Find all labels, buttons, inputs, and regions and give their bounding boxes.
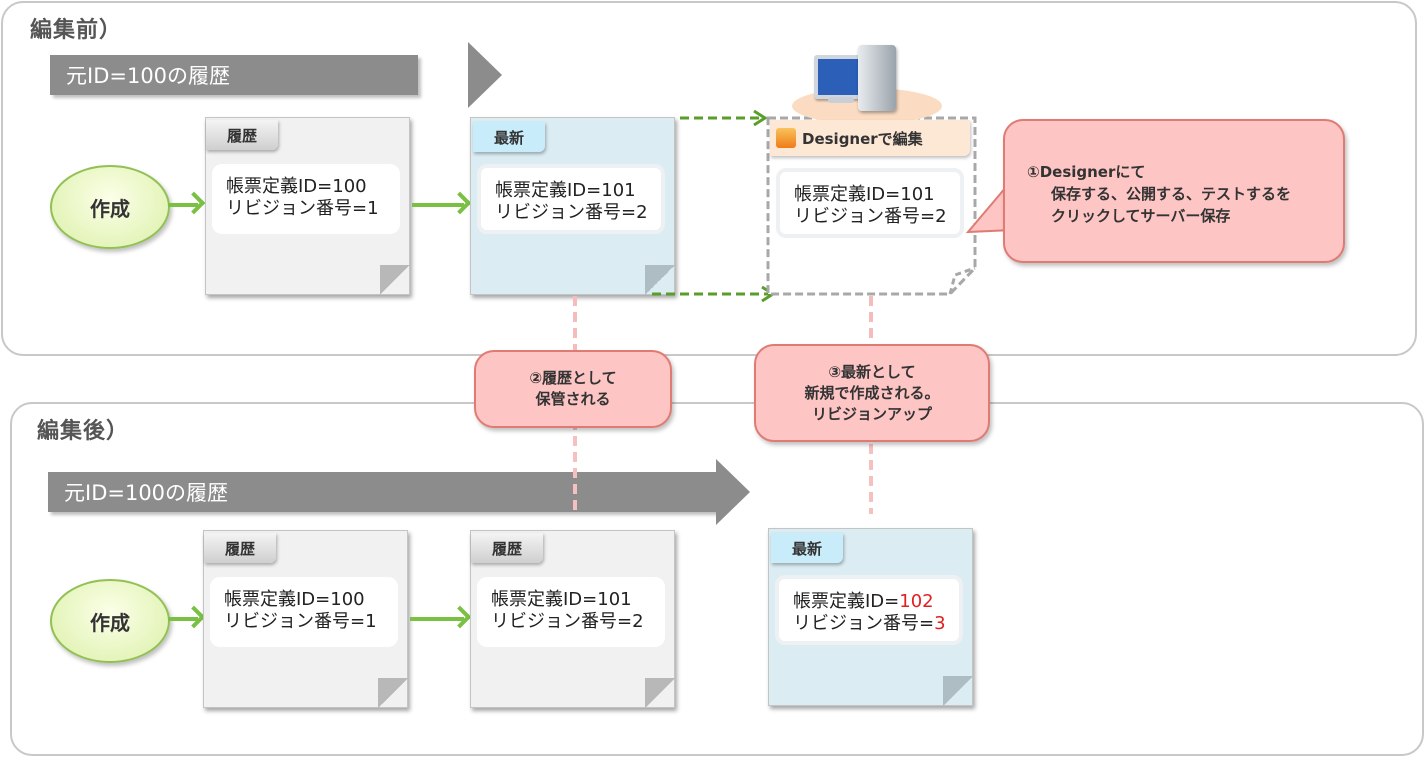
designer-tab: Designerで編集 — [770, 120, 970, 156]
timeline-label: 元ID=100の履歴 — [64, 481, 229, 505]
flow-arrow — [168, 203, 198, 207]
doc-info-card: 帳票定義ID=101 リビジョン番号=2 — [477, 164, 665, 234]
page-curl-icon — [378, 678, 408, 708]
form-id-label: 帳票定義ID= — [226, 176, 333, 197]
revision-value: 2 — [632, 611, 644, 632]
callout-line: クリックしてサーバー保存 — [1051, 207, 1231, 225]
designer-tab-label: Designerで編集 — [802, 129, 923, 148]
revision-value: 2 — [935, 206, 947, 227]
pink-dashed-connector — [869, 444, 873, 514]
timeline-bar — [50, 55, 418, 95]
form-id-label: 帳票定義ID= — [224, 589, 331, 610]
latest-doc-after: 最新 帳票定義ID=102 リビジョン番号=3 — [768, 528, 973, 706]
history-doc-after-1: 履歴 帳票定義ID=100 リビジョン番号=1 — [203, 530, 408, 708]
callout-line: ③最新として — [828, 362, 916, 381]
designer-app-icon — [776, 128, 796, 148]
revision-label: リビジョン番号= — [224, 611, 366, 632]
computer-icon — [792, 43, 942, 124]
form-id-value: 101 — [601, 180, 636, 201]
callout-line: リビジョンアップ — [811, 404, 932, 423]
revision-label: リビジョン番号= — [793, 613, 935, 634]
callout-step3: ③最新として 新規で作成される。 リビジョンアップ — [754, 344, 990, 442]
history-doc-after-2: 履歴 帳票定義ID=101 リビジョン番号=2 — [470, 530, 675, 708]
form-id-value-new: 102 — [899, 591, 934, 612]
page-curl-icon — [380, 265, 410, 295]
timeline-arrowhead — [468, 42, 502, 108]
revision-value: 2 — [636, 202, 648, 223]
create-node-before: 作成 — [50, 165, 170, 249]
doc-info-card: 帳票定義ID=102 リビジョン番号=3 — [775, 575, 963, 645]
form-id-value: 101 — [597, 589, 632, 610]
timeline-arrowhead — [716, 459, 750, 525]
flow-arrow — [412, 203, 464, 207]
dashed-arrow-bottom — [652, 285, 776, 303]
page-curl-icon — [645, 265, 675, 295]
revision-value: 1 — [365, 611, 377, 632]
revision-label: リビジョン番号= — [491, 611, 633, 632]
history-doc-before-1: 履歴 帳票定義ID=100 リビジョン番号=1 — [205, 117, 410, 295]
latest-doc-before: 最新 帳票定義ID=101 リビジョン番号=2 — [470, 117, 675, 295]
doc-info-card: 帳票定義ID=100 リビジョン番号=1 — [212, 164, 400, 234]
callout-line: ①Designerにて — [1027, 163, 1146, 181]
doc-tab: 履歴 — [471, 533, 543, 563]
section-title-after: 編集後） — [37, 419, 130, 444]
revision-value: 1 — [367, 198, 379, 219]
doc-info-card: 帳票定義ID=101 リビジョン番号=2 — [776, 168, 964, 238]
form-id-label: 帳票定義ID= — [491, 589, 598, 610]
doc-tab: 最新 — [473, 122, 545, 152]
section-title-before: 編集前） — [30, 18, 123, 43]
doc-tab: 履歴 — [206, 120, 278, 150]
callout-line: 保存する、公開する、テストするを — [1051, 185, 1292, 203]
pink-dashed-connector — [573, 404, 577, 514]
callout-line: 保管される — [535, 390, 611, 408]
callout-line: 新規で作成される。 — [804, 383, 940, 402]
timeline-bar — [48, 472, 716, 512]
form-id-value: 100 — [330, 589, 365, 610]
form-id-label: 帳票定義ID= — [794, 184, 901, 205]
dashed-arrow-top — [680, 109, 768, 127]
callout-step1: ①Designerにて 保存する、公開する、テストするを クリックしてサーバー保… — [1003, 119, 1345, 263]
callout-step2: ②履歴として 保管される — [474, 350, 672, 428]
flow-arrow — [168, 617, 198, 621]
callout-line: ②履歴として — [529, 369, 617, 387]
page-curl-icon — [943, 676, 973, 706]
doc-info-card: 帳票定義ID=100 リビジョン番号=1 — [210, 577, 398, 647]
revision-label: リビジョン番号= — [495, 202, 637, 223]
form-id-value: 101 — [900, 184, 935, 205]
doc-tab: 最新 — [771, 533, 843, 563]
designer-edit-doc: Designerで編集 帳票定義ID=101 リビジョン番号=2 — [768, 118, 973, 296]
revision-label: リビジョン番号= — [226, 198, 368, 219]
revision-value-new: 3 — [934, 613, 946, 634]
form-id-label: 帳票定義ID= — [793, 591, 900, 612]
form-id-value: 100 — [332, 176, 367, 197]
timeline-label: 元ID=100の履歴 — [66, 64, 231, 88]
doc-tab: 履歴 — [204, 533, 276, 563]
page-curl-icon — [645, 678, 675, 708]
form-id-label: 帳票定義ID= — [495, 180, 602, 201]
revision-label: リビジョン番号= — [794, 206, 936, 227]
create-node-after: 作成 — [50, 579, 170, 663]
doc-info-card: 帳票定義ID=101 リビジョン番号=2 — [477, 577, 665, 647]
flow-arrow — [410, 617, 464, 621]
